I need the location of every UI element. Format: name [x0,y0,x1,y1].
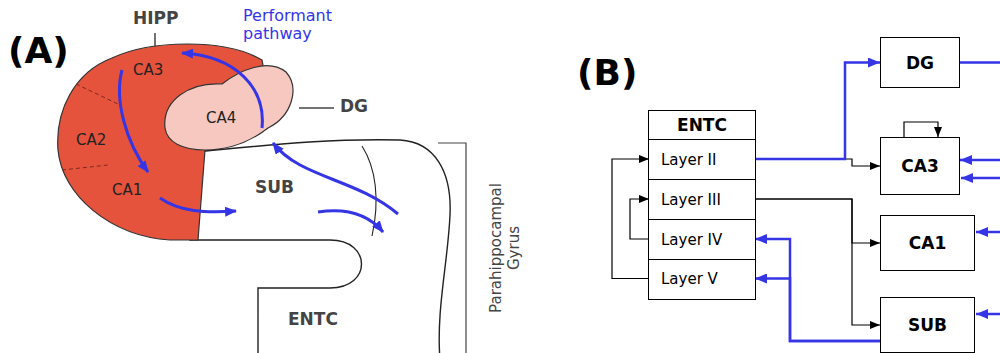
box-label: DG [906,53,934,73]
incoming-stub [961,177,1000,180]
subfield-label: CA2 [76,132,106,149]
pathway-arrow [182,53,262,128]
box-heading: ENTC [649,111,755,139]
projection-connector [612,159,649,279]
region-label: DG [340,97,368,117]
layer-box: Layer V [649,259,755,298]
bracket-label: Parahippocampal Gyrus [487,168,523,328]
region-label: SUB [255,178,294,198]
subfield-label: CA3 [133,62,163,79]
region-box: DG [880,37,960,88]
leader-line [154,33,156,47]
bracket [438,143,466,353]
region-box: CA3 [880,137,960,195]
projection-connector [904,122,938,137]
subfield-boundary [62,165,108,170]
region-label: HIPP [133,9,178,29]
pathway-label: Performant pathway [243,7,343,42]
layer-box: Layer II [649,139,755,179]
panel-letter: (B) [577,52,637,93]
region-box: SUB [880,297,975,353]
panel-letter: (A) [8,30,69,71]
layer-box: Layer IV [649,219,755,259]
pathway-arrow [120,70,148,172]
incoming-stub [976,231,1000,234]
pathway-arrow [318,211,383,232]
layer-box: Layer III [649,179,755,219]
box-label: Layer II [661,151,716,169]
projection-connector [755,199,880,243]
box-label: Layer III [661,191,721,209]
leader-line [299,107,334,109]
pathway-connector [755,279,880,342]
region-box: ENTC Layer II Layer III Layer IV Layer V [648,110,756,300]
subfield-label: CA1 [112,182,142,199]
gyrus-outline [190,140,450,353]
incoming-stub [976,313,1000,316]
subfield-label: CA4 [206,110,236,127]
region-label: ENTC [288,310,338,330]
box-label: CA1 [909,233,946,253]
subfield-boundary [76,84,118,104]
box-label: Layer V [661,270,718,288]
box-label: CA3 [901,156,938,176]
region-box: CA1 [880,215,975,271]
pathway-connector [960,63,1000,161]
pathway-connector [755,63,880,160]
box-label: SUB [908,315,947,335]
box-label: Layer IV [661,231,722,249]
dentate-gyrus-region [165,66,293,150]
pathway-connector [755,239,880,341]
projection-connector [755,199,880,325]
projection-connector [630,199,649,239]
pathway-arrow [160,198,236,212]
